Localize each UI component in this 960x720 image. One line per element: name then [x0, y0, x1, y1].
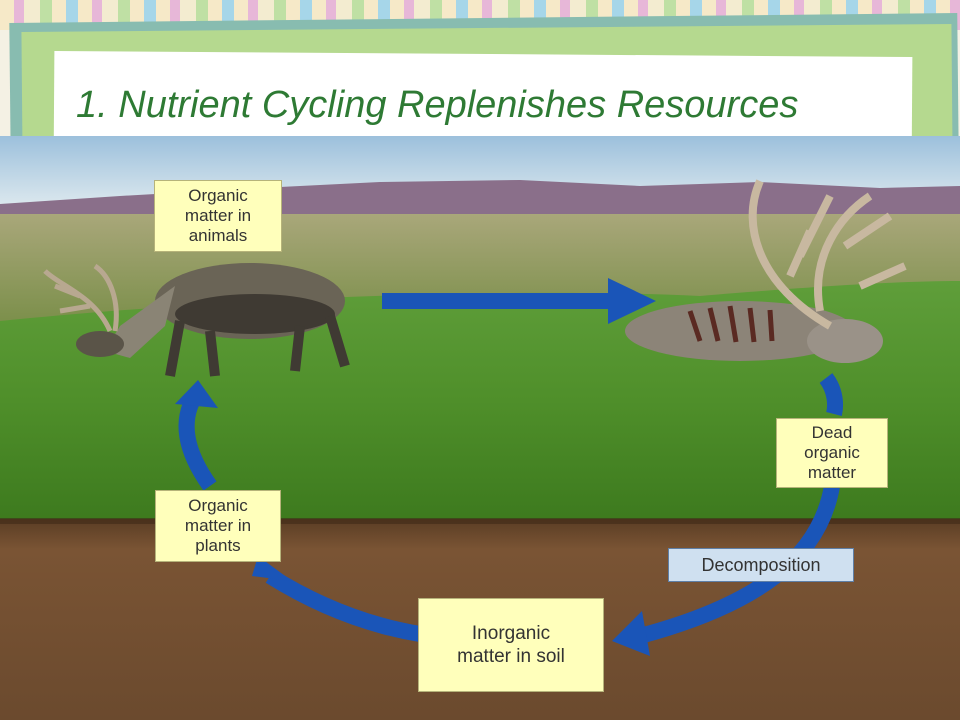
node-organic-matter-in-animals: Organic matter in animals: [154, 180, 282, 252]
node-dead-label: Dead organic matter: [804, 423, 860, 482]
carcass-head: [807, 319, 883, 363]
node-dead-organic-matter: Dead organic matter: [776, 418, 888, 488]
caribou-belly: [175, 294, 335, 334]
caribou-antlers: [43, 263, 119, 333]
soil-edge: [0, 518, 960, 524]
carcass-antlers: [748, 179, 907, 330]
node-organic-matter-in-plants: Organic matter in plants: [155, 490, 281, 562]
caribou-head: [76, 331, 124, 357]
process-decomposition: Decomposition: [668, 548, 854, 582]
process-decomposition-label: Decomposition: [701, 554, 821, 575]
node-plants-label: Organic matter in plants: [184, 496, 252, 555]
node-animals-label: Organic matter in animals: [184, 186, 252, 245]
arrow-soil-to-plants: [265, 569, 422, 642]
carcass-ribs: [687, 305, 775, 343]
slide-title: 1. Nutrient Cycling Replenishes Resource…: [76, 84, 799, 126]
arrow-animals-to-dead-head: [608, 278, 656, 324]
caribou-legs: [165, 314, 350, 377]
living-caribou-illustration: [43, 263, 350, 377]
arrow-plants-to-animals-head: [175, 380, 218, 408]
arrow-soil-to-plants-head: [252, 556, 292, 581]
arrow-carcass-to-dead-matter: [819, 373, 843, 416]
carcass-body: [625, 301, 855, 361]
arrow-dead-to-soil-head: [612, 611, 650, 656]
node-inorganic-matter-in-soil: Inorganic matter in soil: [418, 598, 604, 692]
dead-caribou-illustration: [625, 179, 907, 363]
node-soil-label: Inorganic matter in soil: [457, 623, 565, 667]
